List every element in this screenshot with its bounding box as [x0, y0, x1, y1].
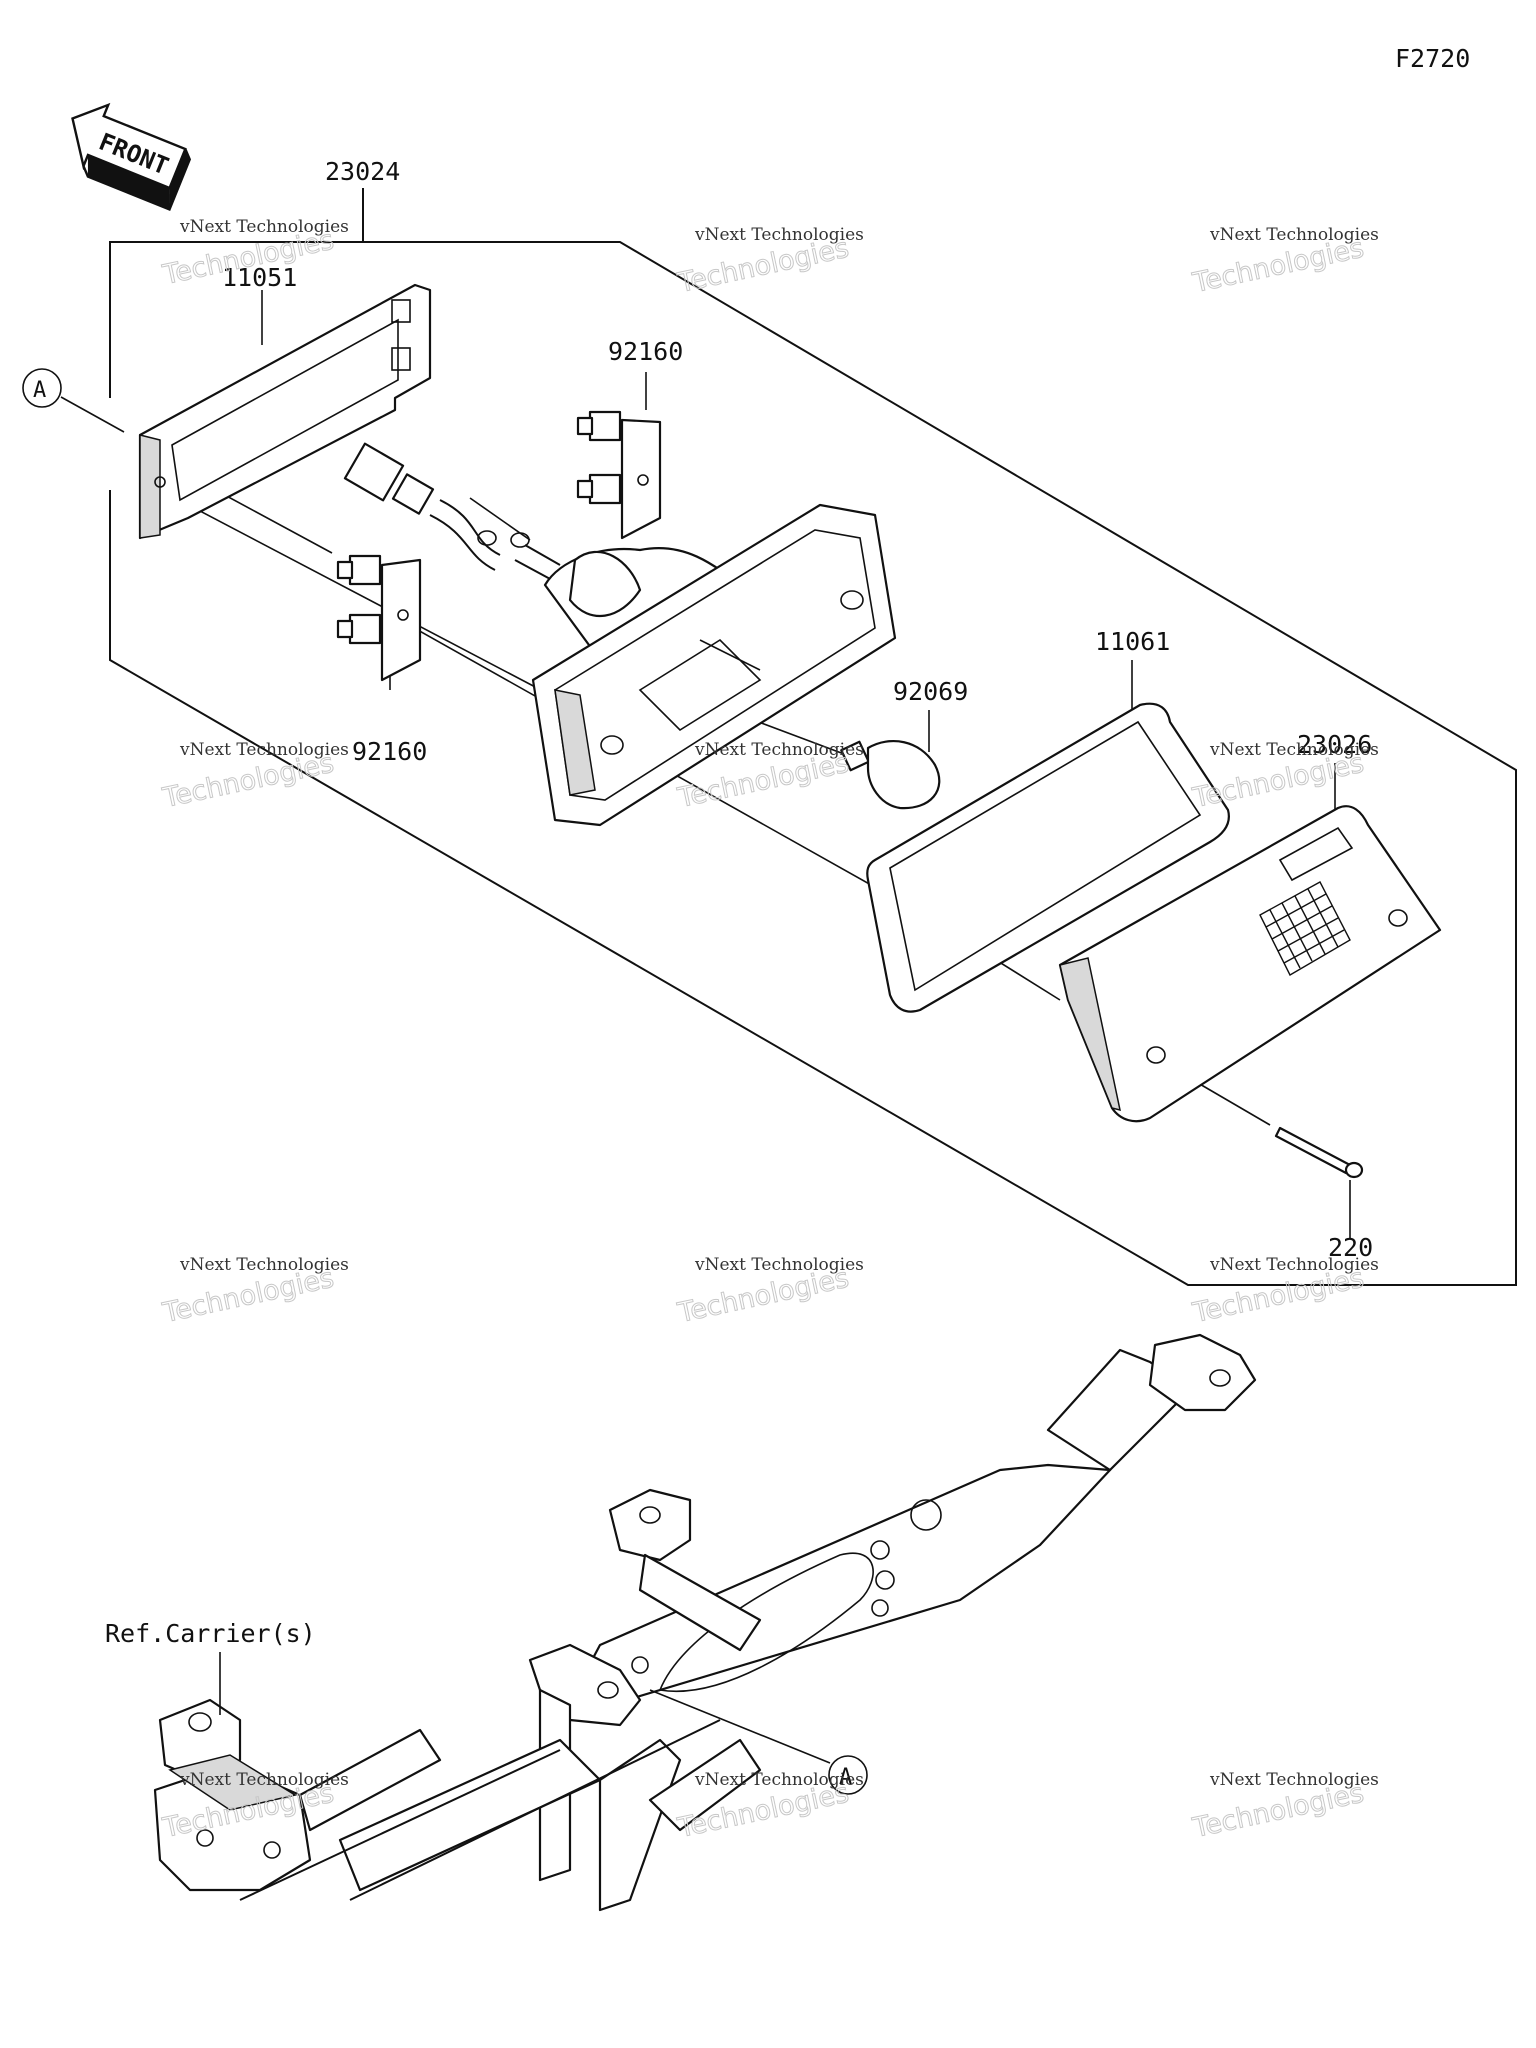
gasket-base-11051: [138, 283, 432, 540]
assembly-bracket: [109, 188, 1517, 1286]
label-92069: 92069: [893, 677, 968, 706]
screw-220: [1274, 1126, 1364, 1179]
ref-carrier-label: Ref.Carrier(s): [105, 1619, 316, 1648]
lamp-housing: [531, 503, 897, 827]
svg-text:vNext Technologies: vNext Technologies: [694, 1770, 864, 1790]
ref-carrier: Ref.Carrier(s): [105, 1619, 316, 1715]
callout-a-top: A: [22, 368, 125, 433]
label-23026: 23026: [1297, 730, 1372, 759]
wire-connector: [343, 442, 561, 581]
socket-upper-92160: [576, 410, 662, 540]
label-92160-lower: 92160: [352, 737, 427, 766]
part-labels: 23024 11051 92160 92160 92069 11061 2302…: [222, 157, 1373, 1262]
svg-text:vNext Technologies: vNext Technologies: [1209, 1255, 1379, 1275]
lens-23026: [1058, 805, 1442, 1123]
svg-text:vNext Technologies: vNext Technologies: [179, 217, 349, 237]
lens-reflector-grid: [1259, 881, 1351, 976]
label-11051: 11051: [222, 263, 297, 292]
label-11061: 11061: [1095, 627, 1170, 656]
svg-text:vNext Technologies: vNext Technologies: [1209, 1770, 1379, 1790]
front-arrow-icon: FRONT: [71, 102, 192, 212]
svg-text:A: A: [33, 378, 46, 403]
bulb-92069: [840, 740, 941, 810]
label-23024: 23024: [325, 157, 400, 186]
label-220: 220: [1328, 1233, 1373, 1262]
gasket-lens-11061: [866, 702, 1230, 1013]
rear-frame: [153, 1333, 1257, 1912]
svg-text:vNext Technologies: vNext Technologies: [179, 740, 349, 760]
figure-code: F2720: [1395, 44, 1470, 73]
svg-text:vNext Technologies: vNext Technologies: [694, 1255, 864, 1275]
label-92160-upper: 92160: [608, 337, 683, 366]
svg-text:vNext Technologies: vNext Technologies: [694, 225, 864, 245]
svg-text:vNext Technologies: vNext Technologies: [179, 1255, 349, 1275]
svg-text:vNext Technologies: vNext Technologies: [1209, 740, 1379, 760]
svg-text:A: A: [839, 1765, 852, 1790]
svg-text:vNext Technologies: vNext Technologies: [1209, 225, 1379, 245]
svg-text:vNext Technologies: vNext Technologies: [179, 1770, 349, 1790]
socket-lower-92160: [336, 554, 422, 682]
svg-text:vNext Technologies: vNext Technologies: [694, 740, 864, 760]
callout-a-bottom: A: [649, 1689, 868, 1795]
